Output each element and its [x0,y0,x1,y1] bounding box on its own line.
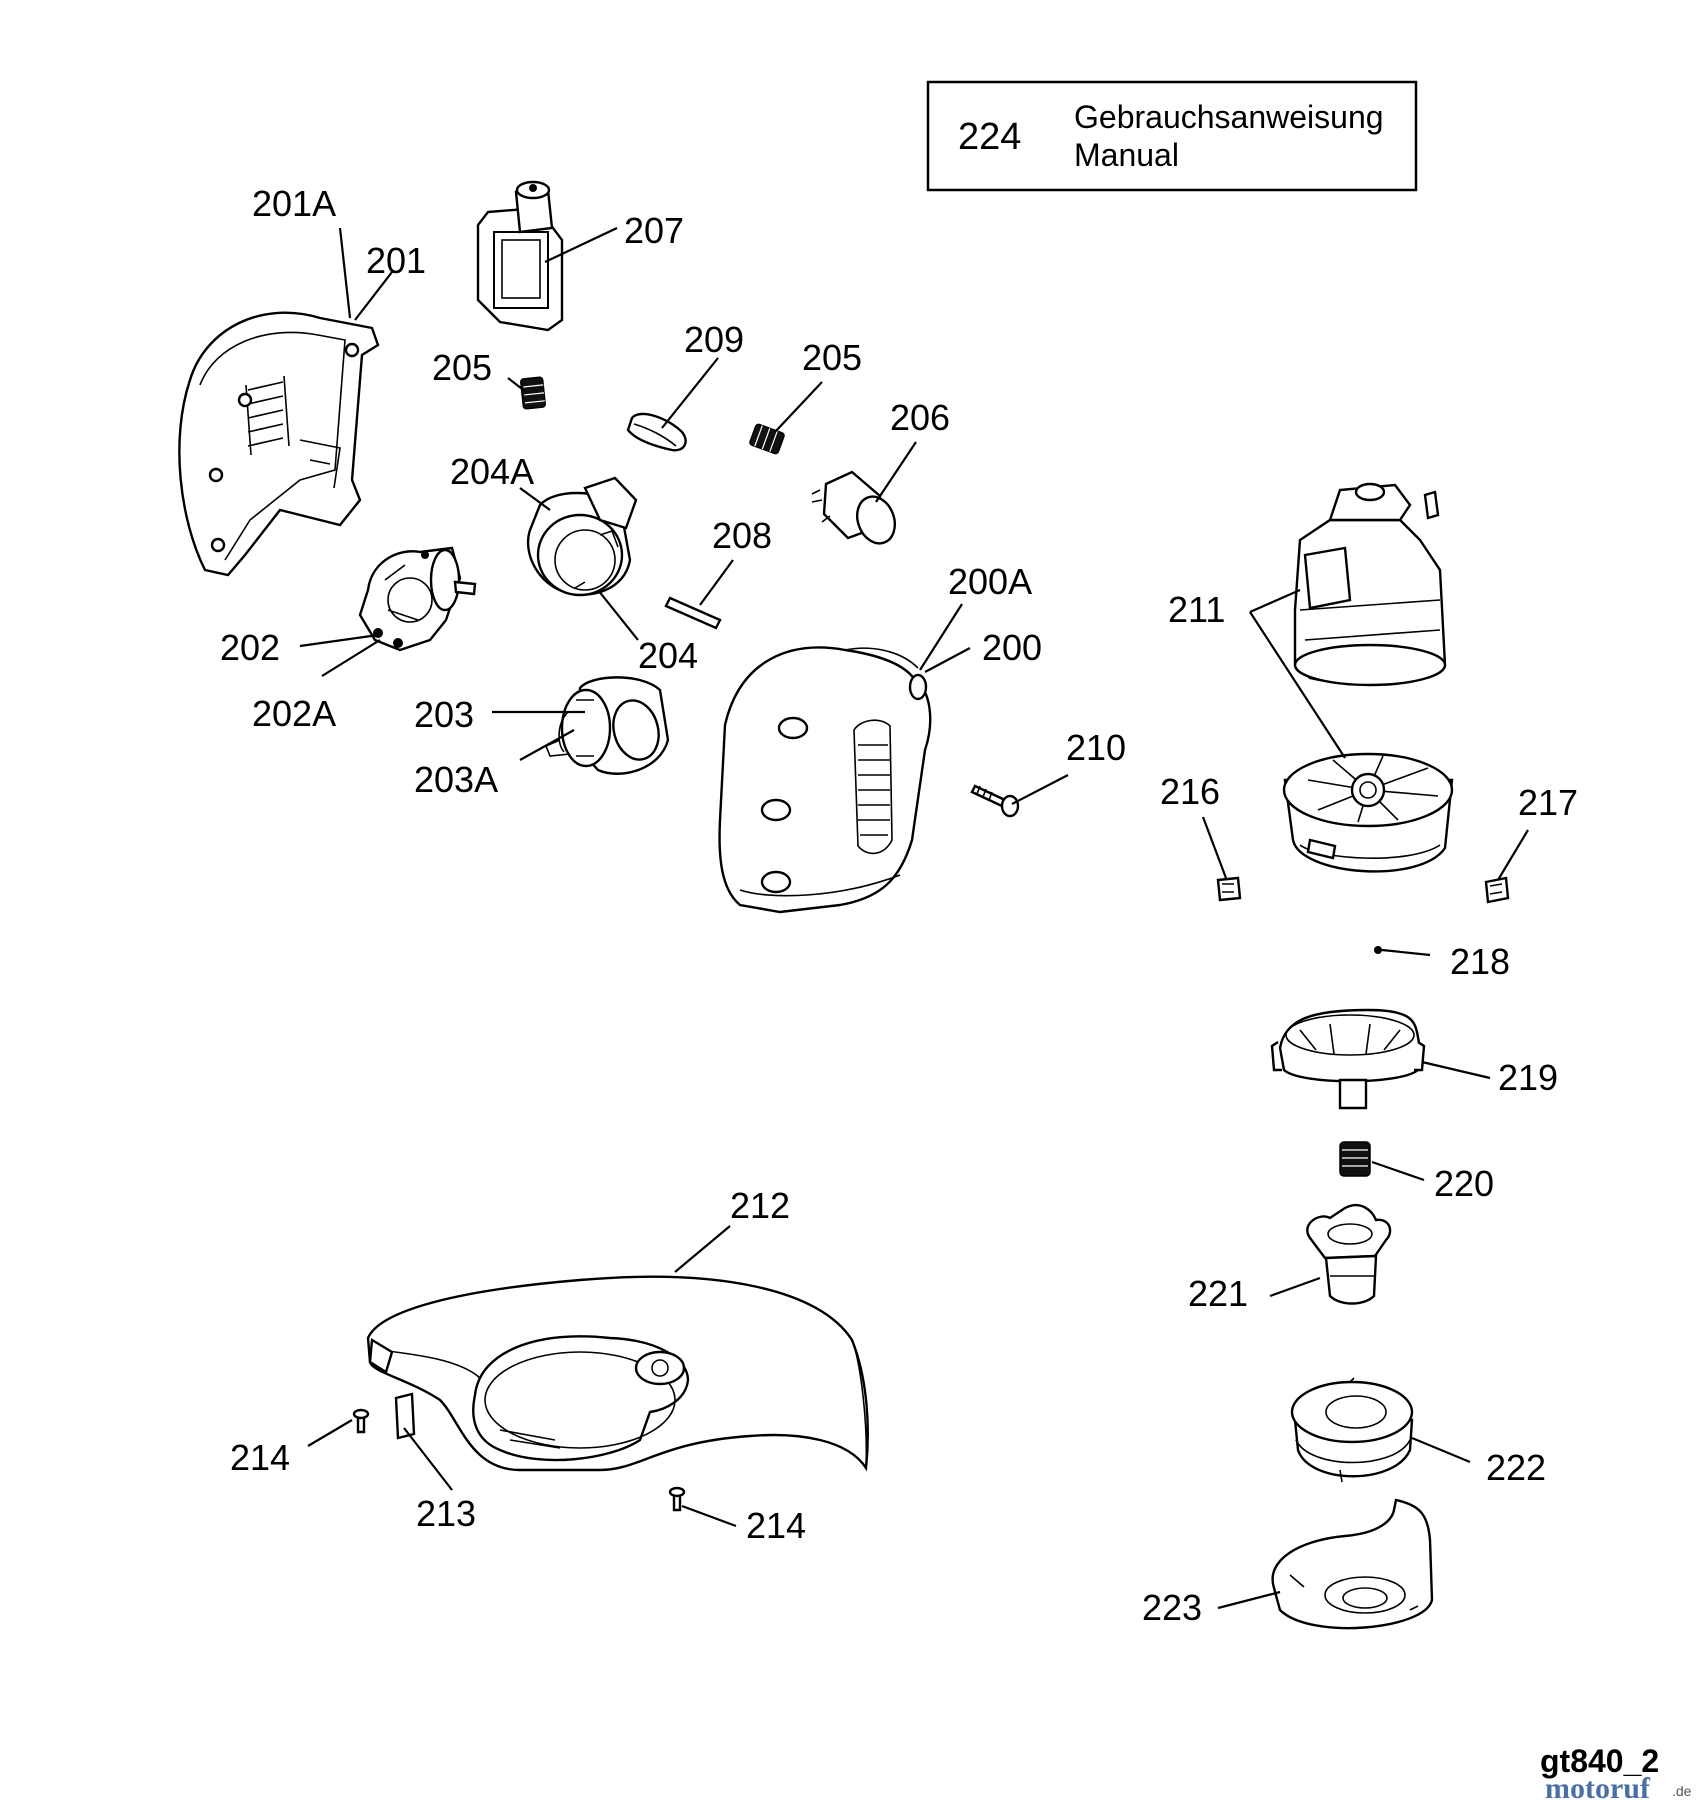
part-208-pin [664,596,722,630]
part-219-spool-holder [1270,1008,1426,1110]
part-211-motor [1293,482,1447,687]
callout-labels: 201A 201 207 205 209 205 206 204A 208 20… [220,183,1578,1628]
part-216-clip [1216,876,1242,902]
callout-208: 208 [712,515,772,556]
callout-211: 211 [1168,589,1225,630]
part-201-housing-half [178,311,380,577]
part-214-screw-left [352,1408,370,1434]
part-203-connector [544,676,670,775]
callout-221: 221 [1188,1273,1248,1314]
part-218-ball [1374,946,1382,954]
watermark-name: motoruf [1545,1772,1651,1800]
leader-lines [299,227,1529,1610]
callout-223: 223 [1142,1587,1202,1628]
part-207-switch [476,180,564,332]
diagram-code: gt840_2 [1540,1743,1659,1779]
legend-box: 224 Gebrauchsanweisung Manual [926,80,1418,192]
callout-201: 201 [366,240,426,281]
callout-204A: 204A [450,451,534,492]
callout-206: 206 [890,397,950,438]
part-213-plate [394,1392,416,1440]
callout-200A: 200A [948,561,1032,602]
part-200-housing-front [718,646,932,914]
part-202-bearing-holder [358,546,477,652]
callout-207: 207 [624,210,684,251]
part-222-spool [1290,1377,1414,1483]
callout-203: 203 [414,694,474,735]
watermark-logo: motoruf .de [1545,1772,1692,1800]
part-204-clamp [526,476,638,597]
callout-200: 200 [982,627,1042,668]
part-214-screw-bottom [668,1486,686,1512]
callout-203A: 203A [414,759,498,800]
callout-212: 212 [730,1185,790,1226]
legend-line-1: Gebrauchsanweisung [1074,99,1384,135]
callout-217: 217 [1518,782,1578,823]
callout-213: 213 [416,1493,476,1534]
part-210-screw [970,784,1020,818]
callout-205-left: 205 [432,347,492,388]
callout-219: 219 [1498,1057,1558,1098]
part-209-button [626,412,687,452]
legend-line-2: Manual [1074,137,1179,173]
callout-220: 220 [1434,1163,1494,1204]
callout-205-right: 205 [802,337,862,378]
callout-209: 209 [684,319,744,360]
part-217-clip [1484,876,1510,904]
part-223-cover [1271,1498,1434,1630]
callout-222: 222 [1486,1447,1546,1488]
callout-216: 216 [1160,771,1220,812]
callout-201A: 201A [252,183,336,224]
part-212-guard [366,1275,869,1472]
part-221-adapter [1306,1203,1392,1305]
callout-204: 204 [638,635,698,676]
part-211-fan [1282,752,1454,873]
part-206-lock-button [811,470,897,545]
part-220-spring [1339,1141,1371,1177]
callout-218: 218 [1450,941,1510,982]
callout-214-left: 214 [230,1437,290,1478]
callout-202: 202 [220,627,280,668]
part-205-spring-left [520,376,546,410]
callout-214-bottom: 214 [746,1505,806,1546]
legend-number: 224 [958,116,1021,158]
callout-210: 210 [1066,727,1126,768]
callout-202A: 202A [252,693,336,734]
watermark-suffix: .de [1672,1783,1692,1799]
